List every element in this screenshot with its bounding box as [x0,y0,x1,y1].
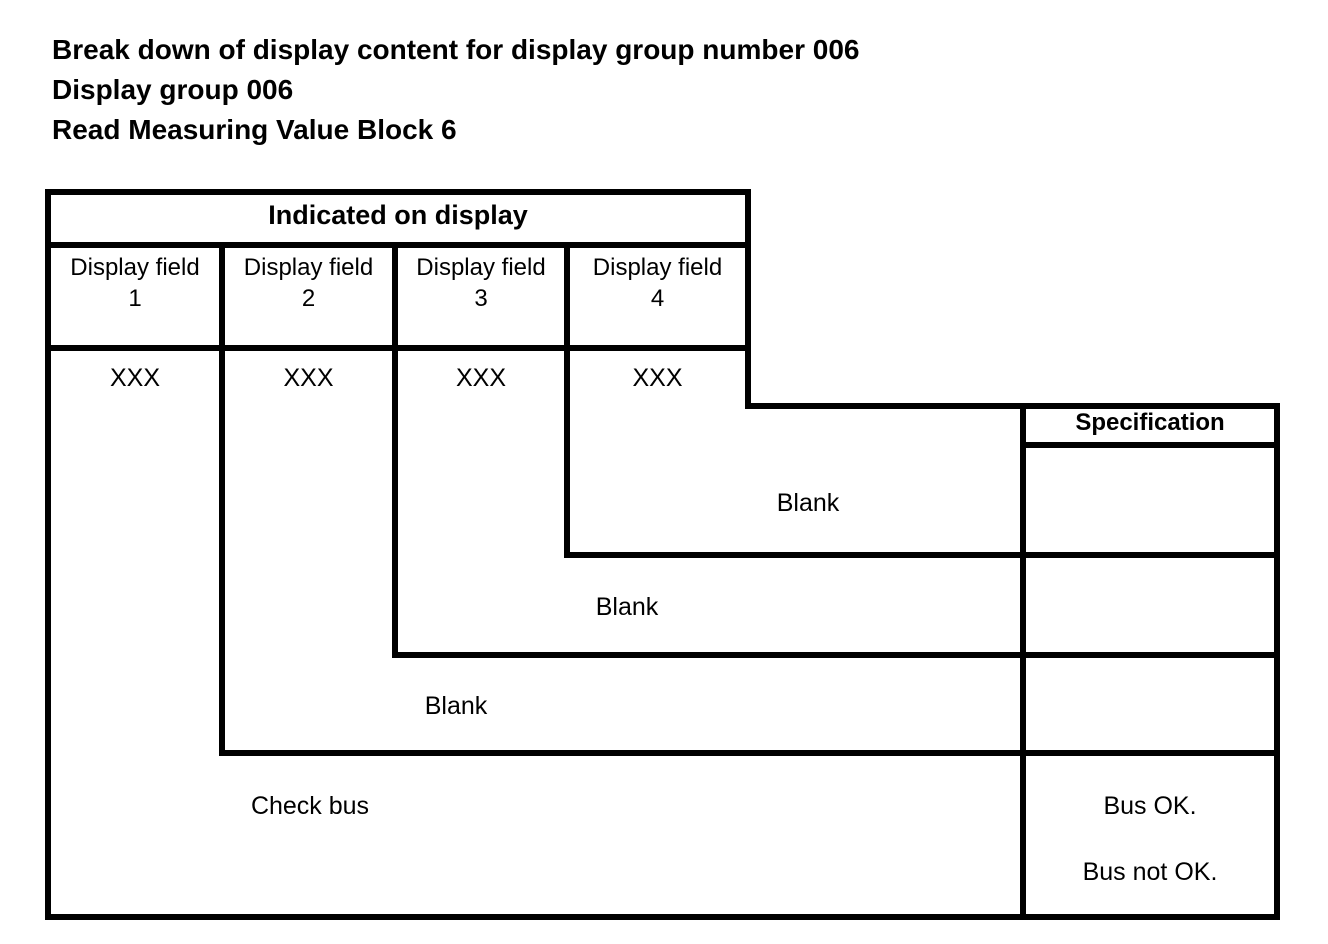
border-under-display-header [45,242,751,248]
column-header-4-label: Display field [592,254,723,281]
border-top [45,189,751,195]
display-field-1-value: XXX [109,364,161,392]
column-header-display-field-1: Display field 1 [51,252,219,314]
border-spec-right [1274,403,1280,920]
col-divider-2-3 [392,242,398,658]
border-spec-left [1020,403,1026,920]
title-line-3: Read Measuring Value Block 6 [52,114,457,145]
border-under-column-headers [45,345,751,351]
border-under-spec-header [1020,442,1280,448]
border-right-display-table [745,189,751,409]
row-field-2-display-text: Blank [424,692,488,720]
border-under-field3-row [392,652,1280,658]
col-divider-3-4 [564,242,570,558]
row-field-3-display-text: Blank [595,593,659,621]
column-header-display-field-4: Display field 4 [570,252,745,314]
border-under-field2-row [219,750,1280,756]
border-left-outer [45,189,51,920]
column-header-4-number: 4 [650,285,665,312]
border-bottom [45,914,1280,920]
title-line-1: Break down of display content for displa… [52,34,860,65]
display-field-2-value: XXX [283,364,334,392]
border-under-field4-row [564,552,1280,558]
column-header-3-label: Display field [416,254,546,281]
col-divider-1-2 [219,242,225,756]
column-header-1-number: 1 [128,285,142,312]
display-field-4-value: XXX [632,364,683,392]
specification-header: Specification [1075,409,1225,436]
column-header-1-label: Display field [70,254,200,281]
indicated-on-display-header: Indicated on display [268,200,528,230]
column-header-2-number: 2 [301,285,316,312]
row-field-4-display-text: Blank [776,489,840,517]
display-field-3-value: XXX [455,364,507,392]
column-header-display-field-3: Display field 3 [398,252,564,314]
spec-field-1-line-2: Bus not OK. [1082,858,1218,886]
column-header-2-label: Display field [243,254,374,281]
spec-field-1-line-1: Bus OK. [1103,792,1197,820]
border-step-top [745,403,1280,409]
column-header-3-number: 3 [474,285,488,312]
page-title: Break down of display content for displa… [52,30,859,150]
title-line-2: Display group 006 [52,74,294,105]
row-field-1-display-text: Check bus [250,792,370,820]
column-header-display-field-2: Display field 2 [225,252,392,314]
